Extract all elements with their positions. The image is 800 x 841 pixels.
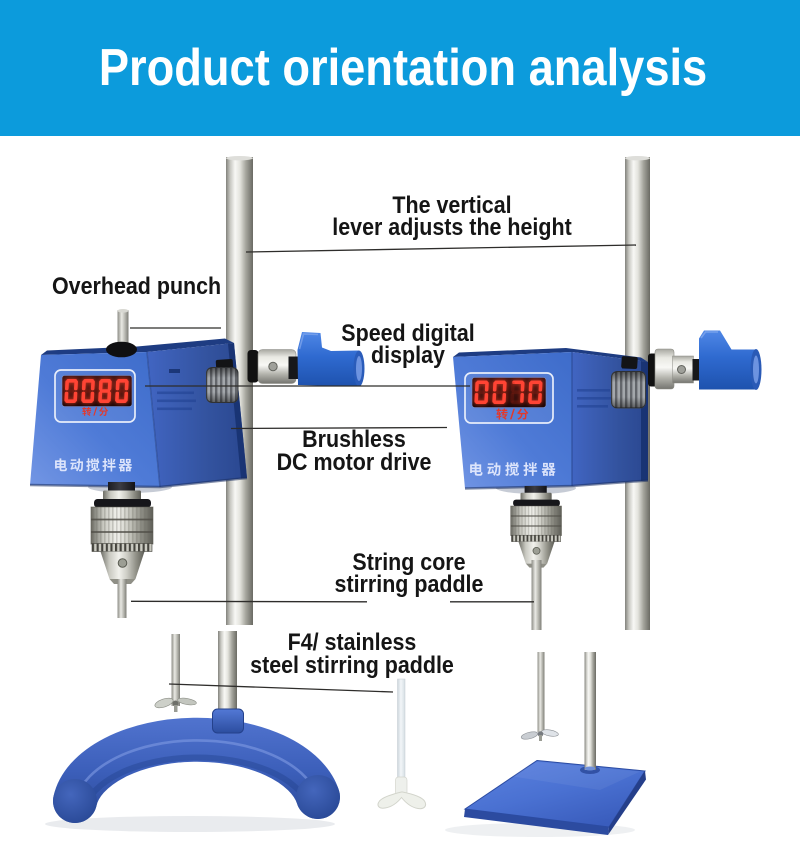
plate-base-photo: [445, 652, 646, 837]
plate-pole: [580, 652, 600, 774]
left-display-digits: [64, 379, 129, 403]
left-speed-knob: [206, 359, 239, 403]
annotation-lines: [130, 244, 637, 693]
right-stirrer-photo: [453, 156, 762, 630]
left-stirrer-photo: [29, 156, 365, 625]
right-display-digits: [474, 380, 543, 405]
bow-base-photo: [45, 631, 340, 832]
plate-paddle-shaft: [520, 652, 559, 741]
bow-base-pole: [218, 631, 237, 717]
page-title: Product orientation analysis: [98, 39, 708, 97]
ptfe-paddle: [377, 678, 427, 810]
line-vertical-lever: [245, 244, 637, 253]
right-speed-knob: [611, 356, 646, 409]
right-speed-display: [464, 372, 554, 424]
label-brushless: Brushless DC motor drive: [276, 426, 431, 476]
label-vertical-lever: The vertical lever adjusts the height: [332, 191, 572, 241]
left-stirring-rod: [117, 579, 127, 618]
label-overhead-punch: Overhead punch: [52, 272, 222, 300]
line-f4-paddle: [168, 683, 394, 693]
plate-base: [463, 759, 646, 835]
left-pole-clamp: [247, 332, 365, 387]
line-string-core-a: [130, 600, 368, 603]
left-drill-chuck: [90, 481, 154, 585]
bow-base-paddle-shaft: [154, 634, 197, 712]
label-f4-paddle: F4/ stainless steel stirring paddle: [250, 629, 454, 679]
header-banner: Product orientation analysis: [0, 0, 800, 136]
right-stirring-rod: [531, 560, 542, 630]
label-speed-display: Speed digital display: [341, 319, 475, 369]
left-overhead-punch-shaft: [106, 309, 137, 358]
bow-base: [53, 708, 340, 823]
label-string-core: String core stirring paddle: [334, 548, 483, 598]
line-brushless: [230, 426, 448, 430]
right-pole-clamp: [648, 330, 762, 390]
left-speed-display: [54, 369, 136, 423]
